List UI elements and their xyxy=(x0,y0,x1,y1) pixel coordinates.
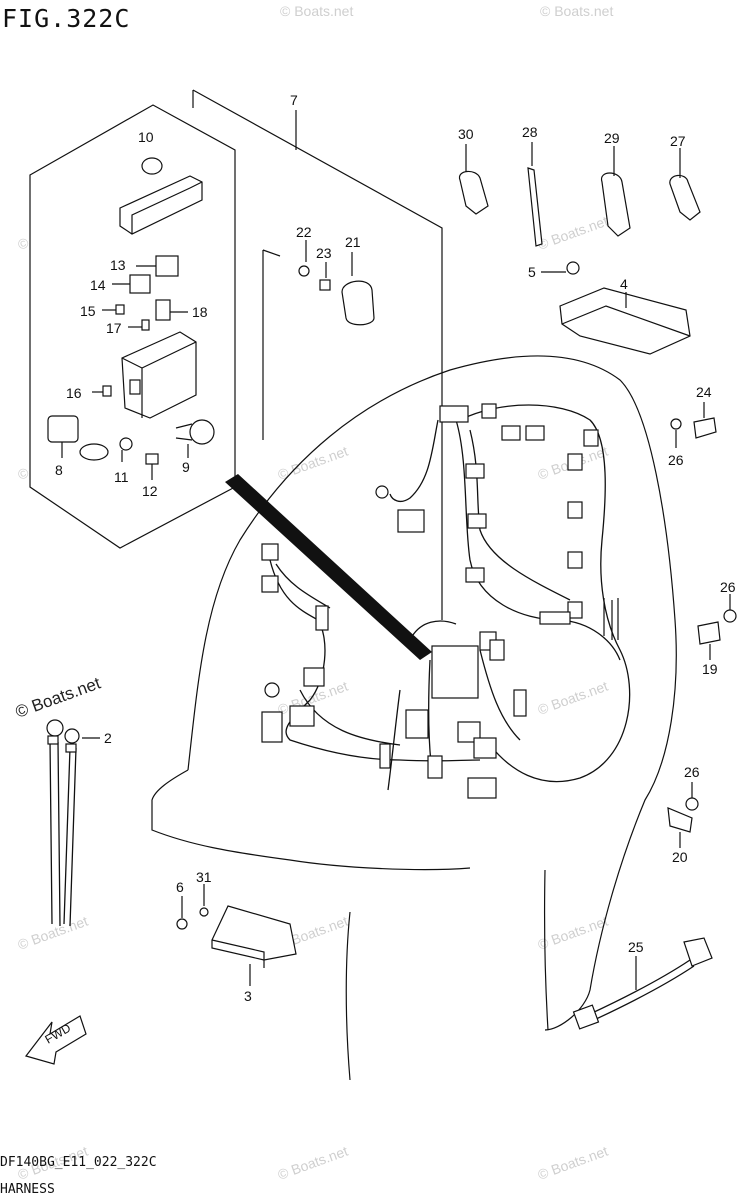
part-label-26a: 26 xyxy=(668,452,684,468)
fuse-box-cover xyxy=(119,175,203,235)
fuse-box-body xyxy=(121,331,197,419)
part-29-clamp xyxy=(601,172,631,237)
part-9-boot xyxy=(189,419,215,445)
part-5-screw xyxy=(566,261,580,275)
part-label-5: 5 xyxy=(528,264,536,280)
part-label-30: 30 xyxy=(458,126,474,142)
part-13-relay xyxy=(155,255,179,277)
watermark: © Boats.net xyxy=(280,3,353,19)
watermark: © Boats.net xyxy=(536,1143,611,1183)
part-label-8: 8 xyxy=(55,462,63,478)
right-side-brackets: 24 26 26 19 26 20 xyxy=(667,384,737,865)
part-20-bracket xyxy=(667,807,693,833)
part-31-washer xyxy=(199,907,209,917)
figure-title: FIG.322C xyxy=(2,4,130,33)
part-label-23: 23 xyxy=(316,245,332,261)
part-label-11: 11 xyxy=(114,469,129,485)
part-label-19: 19 xyxy=(702,661,718,677)
watermark: © Boats.net xyxy=(16,913,91,953)
part-24-bracket xyxy=(693,417,717,439)
watermark: © Boats.net xyxy=(536,678,611,718)
part-label-29: 29 xyxy=(604,130,620,146)
part-26-screw-b xyxy=(723,609,737,623)
part-23-nut xyxy=(319,279,331,291)
engine-cover-outline xyxy=(151,355,677,1081)
kit-parts: 10 13 14 15 18 17 16 8 xyxy=(47,129,215,499)
part-11-bolt xyxy=(119,437,133,451)
kit-callout-7: 7 xyxy=(29,89,443,660)
part-27-clamp xyxy=(669,174,701,221)
part-label-13: 13 xyxy=(110,257,126,273)
main-harness xyxy=(261,403,631,799)
part-label-17: 17 xyxy=(106,320,122,336)
watermark: © Boats.net xyxy=(536,213,611,253)
part-label-31: 31 xyxy=(196,869,212,885)
part-4-bracket xyxy=(559,287,691,355)
part-label-12: 12 xyxy=(142,483,158,499)
part-3-bracket xyxy=(211,905,297,961)
part-15-fuse xyxy=(115,304,125,315)
section-name: HARNESS xyxy=(0,1182,55,1197)
part-18-fuse xyxy=(155,299,171,321)
part-label-9: 9 xyxy=(182,459,190,475)
part-label-27: 27 xyxy=(670,133,686,149)
part-label-24: 24 xyxy=(696,384,712,400)
part-label-28: 28 xyxy=(522,124,538,140)
part-10-grommet xyxy=(141,157,163,175)
part-26-screw-a xyxy=(670,418,682,430)
part-label-2: 2 xyxy=(104,730,112,746)
part-label-26b: 26 xyxy=(720,579,736,595)
connector xyxy=(439,405,469,423)
part-8-cap xyxy=(47,415,79,443)
model-code: DF140BG_E11_022_322C xyxy=(0,1155,157,1170)
part-12-nut xyxy=(145,453,159,465)
watermark: © Boats.net xyxy=(276,1143,351,1183)
part-label-25: 25 xyxy=(628,939,644,955)
part-22-washer xyxy=(298,265,310,277)
parts-3-6-31: 6 31 3 xyxy=(176,869,297,1004)
forward-arrow: FWD xyxy=(24,1015,87,1065)
parts-21-23: 22 23 21 xyxy=(296,224,375,326)
part-28-tie xyxy=(527,167,543,247)
part-14-relay xyxy=(129,274,151,294)
part-30-clamp xyxy=(458,170,489,215)
part-label-6: 6 xyxy=(176,879,184,895)
part-label-16: 16 xyxy=(66,385,82,401)
part-6-bolt xyxy=(176,918,188,930)
part-16-fuse xyxy=(102,385,112,397)
clamps-and-bracket: 30 28 29 27 5 4 xyxy=(458,124,701,355)
part-2-ground-wires: 2 xyxy=(46,719,112,927)
part-label-7: 7 xyxy=(290,92,298,108)
relay-block xyxy=(431,645,479,699)
fwd-arrow-icon xyxy=(24,1015,87,1065)
part-label-10: 10 xyxy=(138,129,154,145)
part-label-18: 18 xyxy=(192,304,208,320)
part-label-3: 3 xyxy=(244,988,252,1004)
watermark-prominent: © Boats.net xyxy=(13,673,103,721)
part-label-26c: 26 xyxy=(684,764,700,780)
part-26-screw-c xyxy=(685,797,699,811)
part-label-15: 15 xyxy=(80,303,96,319)
part-17-fuse xyxy=(141,319,150,331)
watermark: © Boats.net xyxy=(540,3,613,19)
part-label-21: 21 xyxy=(345,234,361,250)
part-label-20: 20 xyxy=(672,849,688,865)
part-label-22: 22 xyxy=(296,224,312,240)
part-25-lead: 25 xyxy=(572,937,713,1030)
part-21-cap xyxy=(341,280,375,326)
part-label-4: 4 xyxy=(620,276,628,292)
part-label-14: 14 xyxy=(90,277,106,293)
part-19-bracket xyxy=(697,621,721,645)
